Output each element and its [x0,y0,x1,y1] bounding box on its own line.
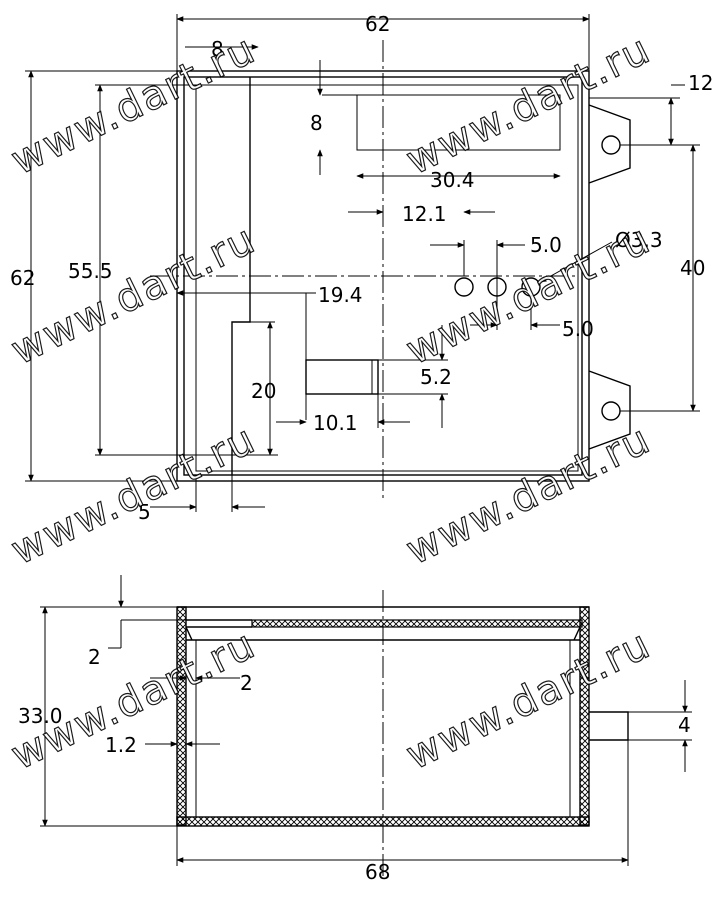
dim-wall: 5 [138,500,151,524]
dim-rect-height: 5.2 [420,365,452,389]
dim-top-offset: 8 [310,111,323,135]
watermark-text: www.dart.ru [4,416,263,574]
upper-slot [322,94,561,151]
dim-lid-step: 2 [88,645,101,669]
dim-post-height: 20 [251,379,276,403]
internal-slot [305,359,379,395]
dim-left-offset: 8 [211,37,224,61]
dim-section-height: 33.0 [18,704,63,728]
dim-hole-spacing-a: 5.0 [530,233,562,257]
dim-tab-thickness: 4 [678,713,691,737]
dim-slot-width: 30.4 [430,168,475,192]
dim-leader-diameter [539,241,613,283]
dim-inner-height: 55.5 [68,259,113,283]
dim-wall-thickness: 1.2 [105,733,137,757]
dim-overall-length: 68 [365,860,390,884]
section-wall-left [176,606,187,826]
watermark-text: www.dart.ru [399,621,658,779]
section-wall-right [579,606,590,826]
section-side-tab [589,711,629,741]
watermark-text: www.dart.ru [4,216,263,374]
dim-holes-offset: 12.1 [402,202,447,226]
dim-lid-thickness: 2 [240,671,253,695]
section-lid-left [186,619,252,628]
watermark-text: www.dart.ru [4,26,263,184]
mounting-tab-top [588,104,631,184]
dim-rect-width: 10.1 [313,411,358,435]
watermark-text: www.dart.ru [399,26,658,184]
dim-post-offset: 19.4 [318,283,363,307]
box-inner-cavity [195,84,579,472]
top-view: 62 8 62 55.5 8 30.4 12 40 12.1 [10,12,713,524]
dim-tab-offset: 12 [688,71,713,95]
section-view: 33.0 2 2 1.2 4 68 [18,575,692,884]
internal-post [231,77,251,475]
dim-overall-width: 62 [365,12,390,36]
mounting-tab-bottom [588,370,631,450]
watermark-text: www.dart.ru [399,416,658,574]
dim-hole-spacing-b: 5.0 [562,317,594,341]
dim-leader-lid-step [108,619,186,649]
tab-hole-top [601,135,621,155]
section-lid [251,619,583,628]
dim-overall-height: 62 [10,266,35,290]
dim-tab-spacing: 40 [680,256,705,280]
hole-1 [454,277,474,297]
watermark-text: www.dart.ru [399,216,658,374]
dim-hole-diameter: Ø3.3 [615,228,663,252]
tab-hole-bottom [601,401,621,421]
